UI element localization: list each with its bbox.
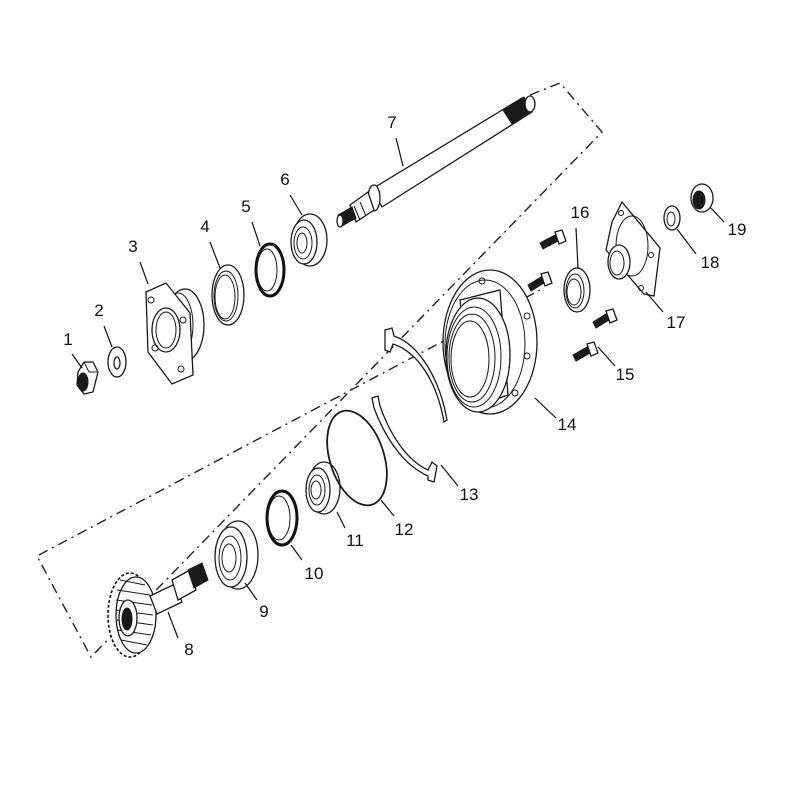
part-1-hex-nut[interactable] (76, 361, 99, 395)
part-6-ball-bearing[interactable] (290, 213, 328, 267)
part-9-ball-bearing[interactable] (214, 520, 259, 590)
label-part-17: 17 (667, 313, 686, 332)
label-part-7: 7 (387, 113, 396, 132)
bolt-a (539, 229, 567, 250)
label-part-15: 15 (616, 365, 635, 384)
label-part-13: 13 (460, 485, 479, 504)
part-16-oil-seal[interactable] (563, 267, 591, 313)
part-12-o-ring[interactable] (316, 403, 398, 513)
label-part-8: 8 (184, 640, 193, 659)
bolt-c (592, 308, 618, 329)
part-3-flange-housing[interactable] (145, 282, 205, 385)
label-part-19: 19 (728, 220, 747, 239)
label-part-14: 14 (558, 415, 577, 434)
label-part-11: 11 (346, 531, 364, 550)
part-19-flange-nut[interactable] (690, 183, 714, 213)
part-11-ball-bearing[interactable] (305, 461, 341, 515)
label-part-6: 6 (280, 170, 289, 189)
part-2-washer[interactable] (107, 346, 127, 378)
label-part-9: 9 (259, 602, 268, 621)
bolt-d (572, 341, 599, 362)
label-part-5: 5 (241, 197, 250, 216)
leader-lines (71, 137, 725, 639)
part-18-washer[interactable] (663, 205, 681, 231)
part-8-bevel-gear-shaft[interactable] (107, 562, 209, 658)
label-part-10: 10 (305, 564, 324, 583)
bolt-b (527, 271, 553, 292)
label-part-4: 4 (200, 217, 209, 236)
part-17-flange-cover[interactable] (605, 200, 661, 297)
label-part-1: 1 (63, 330, 72, 349)
part-14-gear-housing[interactable] (442, 269, 538, 415)
part-7-splined-shaft[interactable] (336, 95, 536, 228)
label-part-18: 18 (701, 253, 720, 272)
part-labels: 1 2 3 4 5 6 7 8 9 10 11 12 13 14 15 16 1… (63, 113, 746, 659)
label-part-3: 3 (128, 237, 137, 256)
label-part-2: 2 (94, 301, 103, 320)
label-part-12: 12 (395, 520, 414, 539)
part-4-oil-seal[interactable] (211, 264, 245, 326)
assembly-boundary (36, 82, 603, 659)
part-10-retaining-ring[interactable] (265, 489, 299, 547)
part-13-shim-half-rings[interactable] (371, 327, 448, 483)
label-part-16: 16 (571, 203, 590, 222)
part-5-retaining-ring[interactable] (254, 242, 286, 298)
part-15-bolts[interactable] (527, 229, 618, 362)
